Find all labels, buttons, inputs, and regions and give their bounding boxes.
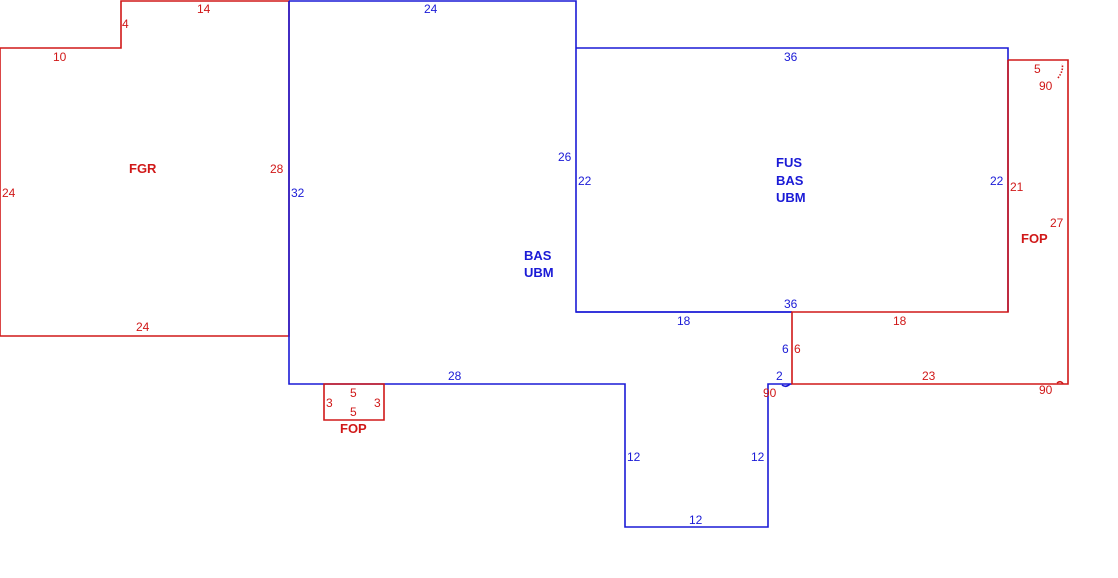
area-label-fop-right: FOP [1021,231,1048,246]
dim-fgr-top: 14 [197,2,211,16]
area-label-fgr: FGR [129,161,157,176]
dim-ext-bottom: 12 [689,513,703,527]
dim-fop-right-angle-top: 90 [1039,79,1053,93]
dim-bas-right-upper: 26 [558,150,572,164]
angle-mark-top [1057,63,1064,79]
area-label-fus: FUS [776,155,802,170]
fop-right-outline [791,59,1069,385]
dim-ext-left: 12 [627,450,641,464]
dim-bas-left: 32 [291,186,305,200]
area-label-ubm: UBM [524,265,554,280]
dim-fgr-left: 24 [2,186,16,200]
dim-fop-right-angle-bottom: 90 [1039,383,1053,397]
dim-step-six: 6 [782,342,789,356]
dim-fop-right-inner: 21 [1010,180,1024,194]
dim-fus-left: 22 [578,174,592,188]
dim-fop-small-bottom: 5 [350,405,357,419]
area-label-fus-ubm: UBM [776,190,806,205]
dim-bas-top: 24 [424,2,438,16]
area-label-bas: BAS [524,248,552,263]
dim-fus-top: 36 [784,50,798,64]
dim-fus-bottom: 36 [784,297,798,311]
dim-fop-left-angle: 90 [763,386,777,400]
dim-bas-bottom: 28 [448,369,462,383]
dim-fop-right-step: 6 [794,342,801,356]
angle-mark-bottom [1056,380,1064,385]
dim-fgr-bottom: 24 [136,320,150,334]
dim-bas-mid-bottom: 18 [677,314,691,328]
dim-fgr-notch: 4 [122,17,129,31]
dim-fop-small-top: 5 [350,386,357,400]
dim-fop-right-top: 5 [1034,62,1041,76]
dim-ext-right: 12 [751,450,765,464]
dim-fop-right-bottom: 23 [922,369,936,383]
dim-fgr-top-left: 10 [53,50,67,64]
dim-fop-right-upper-bottom: 18 [893,314,907,328]
bas-outline [288,0,792,528]
dim-fop-small-right: 3 [374,396,381,410]
area-label-fus-bas: BAS [776,173,804,188]
fop-small-outline [323,383,385,421]
dim-fus-right: 22 [990,174,1004,188]
angle-mark-left [781,383,791,388]
dim-fop-right-outer: 27 [1050,216,1064,230]
dim-fgr-right: 28 [270,162,284,176]
area-label-fop-small: FOP [340,421,367,436]
dim-step-two: 2 [776,369,783,383]
dim-fop-small-left: 3 [326,396,333,410]
